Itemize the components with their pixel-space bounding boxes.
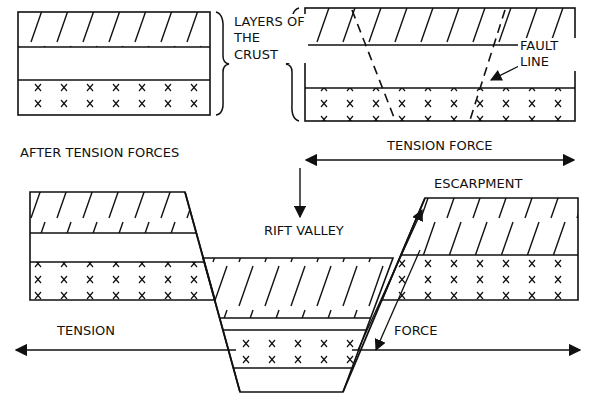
sunken-block — [200, 258, 400, 368]
fault-label: FAULT LINE — [518, 38, 578, 71]
tension-arrow — [352, 349, 580, 350]
right-horst — [370, 198, 585, 300]
bracket-label: LAYERS OF THE CRUST — [232, 14, 308, 63]
tension-arrow — [16, 349, 236, 350]
left-horst — [20, 192, 230, 300]
sequence-arrow — [299, 168, 300, 217]
feature-label: RIFT VALLEY — [262, 223, 346, 239]
crust-block — [18, 12, 229, 115]
force-label: FORCE — [392, 323, 439, 339]
force-label: TENSION FORCE — [385, 138, 494, 154]
feature-label: ESCARPMENT — [432, 176, 524, 192]
stage-caption: AFTER TENSION FORCES — [18, 145, 181, 161]
tension-arrow — [306, 159, 574, 160]
force-label: TENSION — [55, 323, 117, 339]
